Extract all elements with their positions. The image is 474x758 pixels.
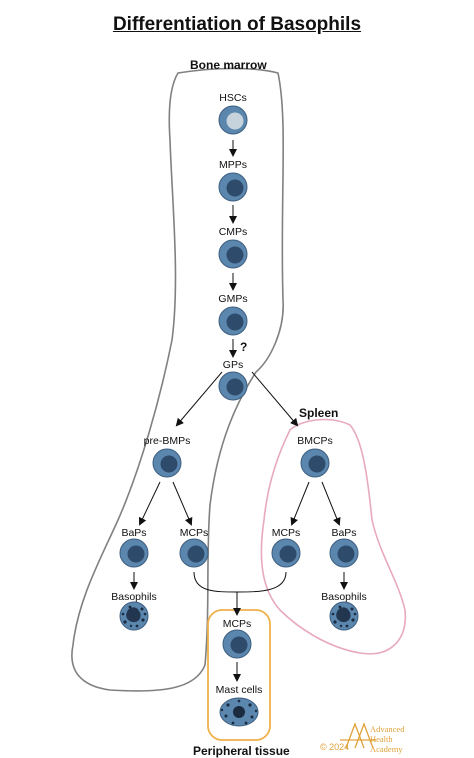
question-mark: ?	[240, 340, 248, 354]
arrow-bmcps-baps	[321, 481, 341, 526]
academy-logo: © 2024 Advanced Health Academy	[320, 720, 470, 754]
academy-name: Advanced Health Academy	[370, 724, 405, 754]
arrow-gps-prebmps	[175, 371, 223, 427]
mast-cell	[219, 697, 259, 727]
bmcps-label: BMCPs	[297, 435, 333, 447]
arrow-mcps-merge-right	[236, 571, 287, 593]
gmps-label: GMPs	[218, 293, 248, 305]
baps-left-cell	[119, 538, 149, 568]
gps-label: GPs	[222, 359, 244, 371]
bone-marrow-label: Bone marrow	[190, 58, 267, 72]
gps-cell	[218, 371, 248, 401]
academy-logo-icon	[340, 722, 376, 749]
arrow-prebmps-mcps	[172, 481, 193, 526]
baps-right-cell	[329, 538, 359, 568]
mcps-left-label: MCPs	[179, 527, 209, 539]
basophils-left-label: Basophils	[111, 591, 157, 603]
mast-cells-label: Mast cells	[215, 684, 263, 696]
bmcps-cell	[300, 448, 330, 478]
arrow-mcps-merge-left	[193, 571, 238, 593]
arrow-prebmps-baps	[138, 481, 161, 526]
spleen-outline	[260, 418, 407, 655]
arrow-bmcps-mcps	[290, 481, 310, 526]
mpps-cell	[218, 172, 248, 202]
cmps-cell	[218, 239, 248, 269]
mcps-bottom-label: MCPs	[222, 618, 252, 630]
gmps-cell	[218, 306, 248, 336]
pre-bmps-label: pre-BMPs	[143, 435, 191, 447]
mcps-right-label: MCPs	[271, 527, 301, 539]
baps-right-label: BaPs	[331, 527, 357, 539]
arrows	[130, 140, 348, 682]
mpps-label: MPPs	[218, 159, 248, 171]
bone-marrow-outline	[71, 67, 285, 692]
pre-bmps-cell	[152, 448, 182, 478]
baps-left-label: BaPs	[121, 527, 147, 539]
basophils-right-cell	[329, 601, 359, 631]
mcps-left-cell	[179, 538, 209, 568]
cmps-label: CMPs	[218, 226, 248, 238]
mcps-right-cell	[271, 538, 301, 568]
basophils-right-label: Basophils	[321, 591, 367, 603]
mcps-bottom-cell	[222, 629, 252, 659]
diagram-title: Differentiation of Basophils	[112, 14, 362, 35]
spleen-label: Spleen	[299, 406, 339, 420]
copyright-year: © 2024	[320, 742, 350, 752]
hscs-label: HSCs	[219, 92, 247, 104]
peripheral-tissue-label: Peripheral tissue	[193, 744, 290, 758]
basophils-left-cell	[119, 601, 149, 631]
arrow-gps-bmcps	[251, 371, 299, 427]
hscs-cell	[218, 105, 248, 135]
